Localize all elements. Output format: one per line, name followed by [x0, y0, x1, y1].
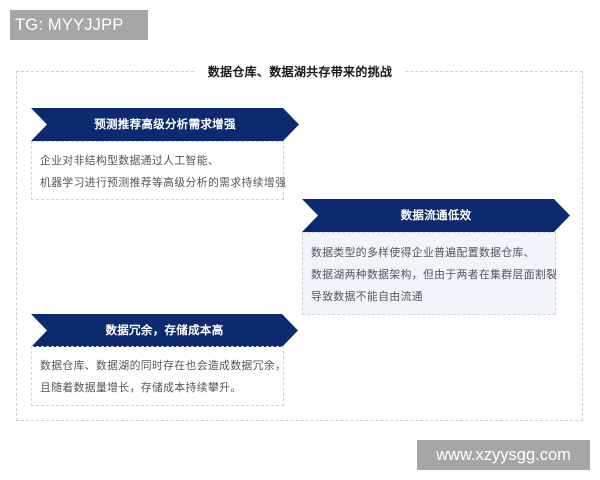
challenge-2-line-2: 数据湖两种数据架构，但由于两者在集群层面割裂	[311, 268, 558, 281]
challenge-3-description: 数据仓库、数据湖的同时存在也会造成数据冗余， 且随着数据量增长，存储成本持续攀升…	[31, 346, 287, 406]
watermark-url: www.xzyysgg.com	[417, 440, 590, 470]
challenge-1-line-1: 企业对非结构型数据通过人工智能、	[40, 154, 220, 167]
challenge-2-banner: 数据流通低效	[302, 199, 570, 232]
challenge-1-line-2: 机器学习进行预测推荐等高级分析的需求持续增强	[40, 176, 287, 189]
challenge-3-banner: 数据冗余，存储成本高	[31, 314, 298, 347]
challenge-1-description: 企业对非结构型数据通过人工智能、 机器学习进行预测推荐等高级分析的需求持续增强	[31, 141, 287, 200]
challenge-2-description: 数据类型的多样使得企业普遍配置数据仓库、 数据湖两种数据架构，但由于两者在集群层…	[302, 232, 558, 315]
challenge-2-line-1: 数据类型的多样使得企业普遍配置数据仓库、	[311, 246, 535, 259]
diagram-title: 数据仓库、数据湖共存带来的挑战	[196, 62, 404, 82]
challenge-3-line-1: 数据仓库、数据湖的同时存在也会造成数据冗余，	[40, 359, 287, 372]
watermark-tg: TG: MYYJJPP	[10, 10, 148, 40]
challenge-1-heading: 预测推荐高级分析需求增强	[94, 117, 236, 131]
challenge-2-line-3: 导致数据不能自由流通	[311, 290, 423, 303]
challenge-3-heading: 数据冗余，存储成本高	[105, 323, 224, 337]
challenge-3-line-2: 且随着数据量增长，存储成本持续攀升。	[40, 381, 242, 394]
challenge-2-heading: 数据流通低效	[400, 208, 472, 222]
challenge-1-banner: 预测推荐高级分析需求增强	[31, 108, 299, 141]
